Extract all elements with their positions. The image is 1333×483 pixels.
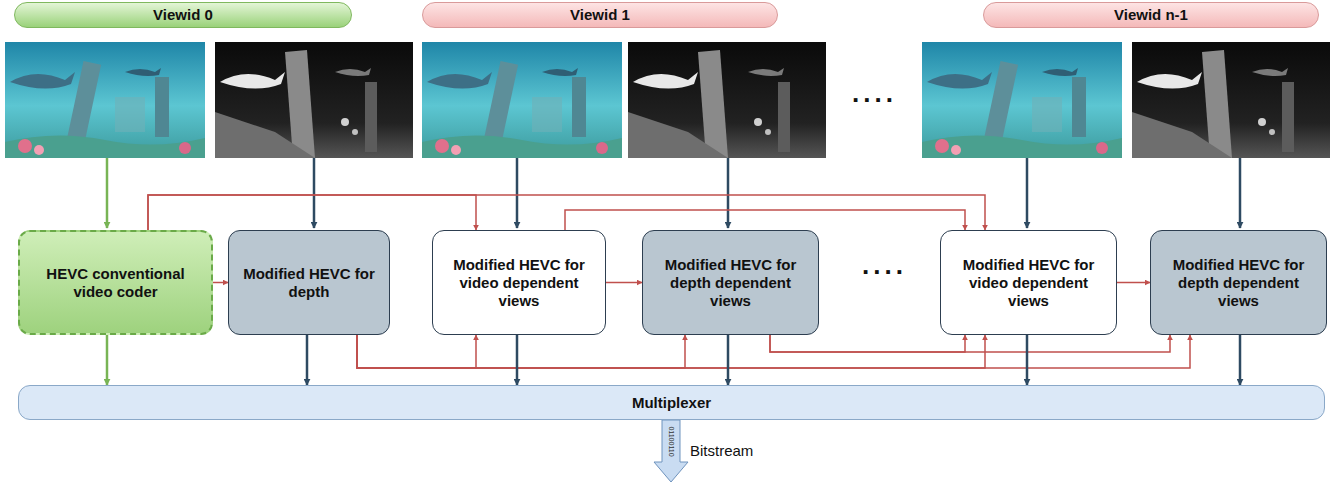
node-text: Viewid 1 (570, 6, 630, 24)
input-arrow (516, 158, 519, 228)
node-text: Viewid n-1 (1114, 6, 1188, 24)
encoder-box: HEVC conventional video coder (18, 230, 213, 335)
input-arrow (313, 158, 316, 228)
encoder-box: Modified HEVC for depth (228, 230, 390, 335)
bitstream-label: Bitstream (690, 442, 753, 459)
connector-arrow (213, 282, 228, 284)
node-text: Modified HEVC for depth dependent views (651, 256, 810, 310)
depth-map (628, 42, 826, 158)
node-text: Modified HEVC for depth dependent views (1159, 256, 1318, 310)
input-arrow (106, 158, 109, 228)
connector-arrow (106, 335, 109, 385)
depth-map (1132, 42, 1330, 158)
connector-arrow (727, 335, 730, 385)
ellipsis: .... (852, 78, 897, 109)
video-frame (922, 42, 1122, 158)
encoder-box: Modified HEVC for video dependent views (940, 230, 1117, 335)
video-frame (422, 42, 622, 158)
multiplexer-bar: Multiplexer (18, 385, 1325, 420)
connector-arrow (1026, 335, 1029, 385)
node-text: Viewid 0 (153, 6, 213, 24)
encoder-box: Modified HEVC for video dependent views (432, 230, 606, 335)
connector-arrow (770, 335, 1170, 352)
node-text: Modified HEVC for video dependent views (949, 256, 1108, 310)
connector-arrow (606, 282, 642, 284)
depth-map (215, 42, 413, 158)
view-header: Viewid n-1 (983, 2, 1319, 28)
node-text: Modified HEVC for depth (237, 265, 381, 301)
view-header: Viewid 0 (14, 2, 352, 28)
input-arrow (1239, 158, 1242, 228)
connector-arrow (516, 335, 519, 385)
ellipsis: .... (862, 250, 907, 281)
connector-arrow (1239, 335, 1242, 385)
node-text: HEVC conventional video coder (28, 265, 203, 301)
bitstream-arrow (654, 420, 688, 482)
connector-arrow (357, 335, 1190, 368)
input-arrow (727, 158, 730, 228)
connector-arrow (565, 210, 965, 230)
connector-arrow (357, 335, 476, 368)
connector-arrow (306, 335, 309, 385)
encoder-box: Modified HEVC for depth dependent views (642, 230, 819, 335)
node-text: Multiplexer (632, 394, 711, 412)
bit-pattern: 01100110 (667, 426, 674, 456)
connector-arrow (148, 195, 985, 230)
video-frame (5, 42, 205, 158)
connector-arrow (770, 335, 965, 352)
view-header: Viewid 1 (422, 2, 778, 28)
encoder-box: Modified HEVC for depth dependent views (1150, 230, 1327, 335)
connector-arrow (357, 335, 685, 368)
connector-arrow (148, 195, 476, 230)
connector-arrow (1117, 282, 1150, 284)
input-arrow (1026, 158, 1029, 228)
node-text: Modified HEVC for video dependent views (441, 256, 597, 310)
